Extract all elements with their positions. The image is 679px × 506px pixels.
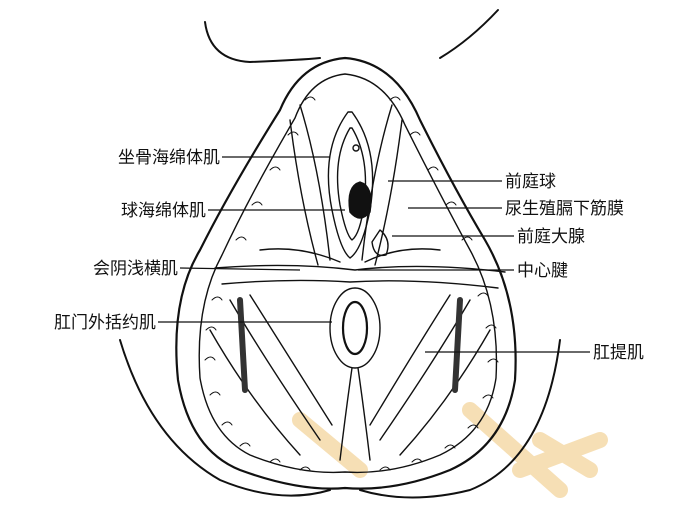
labels: 坐骨海绵体肌 球海绵体肌 会阴浅横肌 肛门外括约肌 前庭球 尿生殖膈下筋膜 前庭… [54, 148, 644, 363]
dissection-boundary [176, 58, 515, 489]
label-superficial-transverse-perineal: 会阴浅横肌 [93, 259, 178, 279]
anal-structures [210, 265, 505, 460]
label-bulbospongiosus: 球海绵体肌 [121, 201, 206, 221]
label-external-anal-sphincter: 肛门外括约肌 [54, 313, 156, 333]
label-perineal-membrane: 尿生殖膈下筋膜 [505, 199, 624, 219]
label-ischiocavernosus: 坐骨海绵体肌 [118, 148, 220, 168]
label-central-tendon: 中心腱 [517, 261, 568, 281]
label-greater-vestibular-gland: 前庭大腺 [517, 227, 585, 247]
leader-superficial-transverse [180, 268, 300, 270]
label-levator-ani: 肛提肌 [593, 343, 644, 363]
label-vestibular-bulb: 前庭球 [505, 172, 556, 192]
urogenital-structures [260, 105, 440, 265]
